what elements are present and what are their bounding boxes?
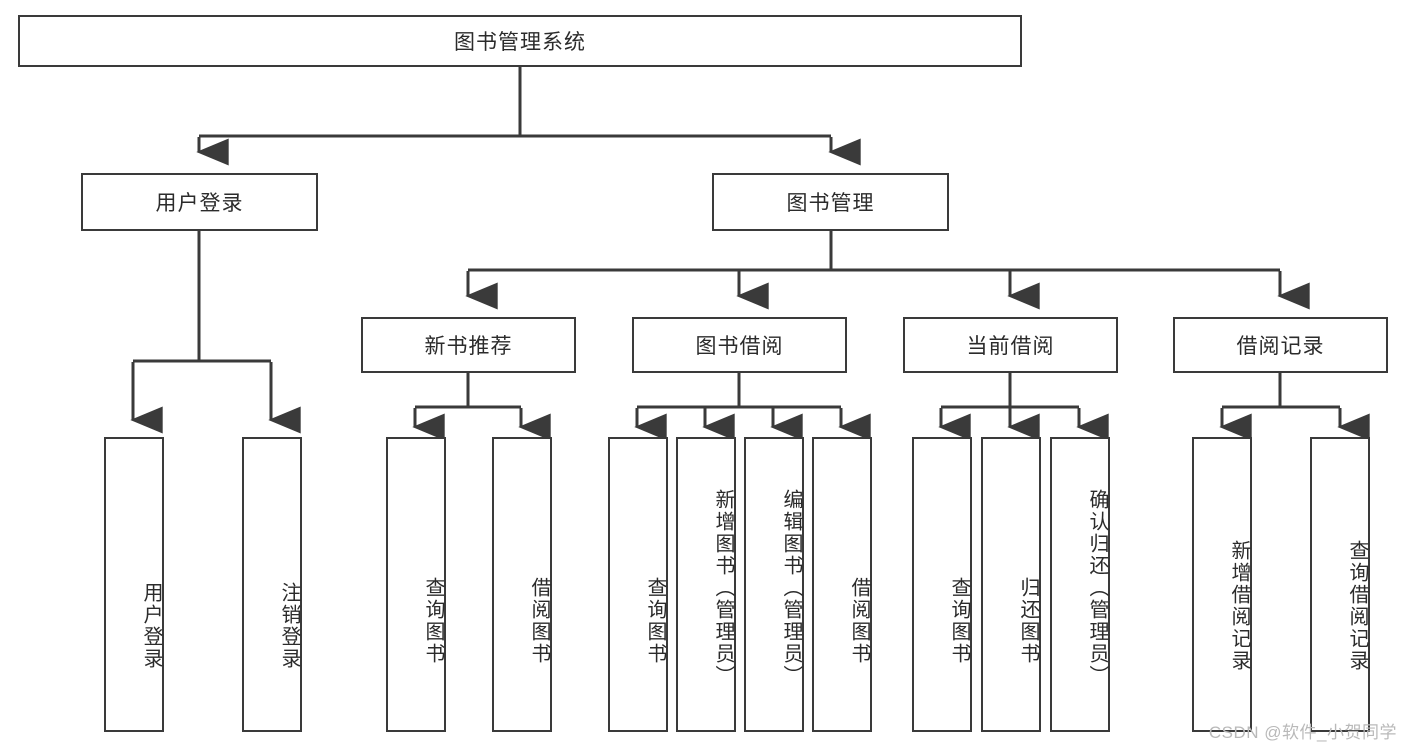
node-leaf-query-borrow-record[interactable]: 查询借阅记录 [1310, 437, 1370, 732]
node-leaf-query-book-1[interactable]: 查询图书 [386, 437, 446, 732]
node-leaf-edit-book-label: 编辑图书（管理员） [780, 488, 802, 687]
node-leaf-confirm-return[interactable]: 确认归还（管理员） [1050, 437, 1110, 732]
node-leaf-query-borrow-record-label: 查询借阅记录 [1346, 539, 1368, 672]
node-leaf-query-book-3[interactable]: 查询图书 [912, 437, 972, 732]
node-root-label: 图书管理系统 [454, 31, 586, 54]
node-leaf-borrow-book-1[interactable]: 借阅图书 [492, 437, 552, 732]
node-root[interactable]: 图书管理系统 [18, 15, 1022, 67]
node-leaf-query-book-2-label: 查询图书 [644, 576, 666, 665]
node-leaf-return-book-label: 归还图书 [1017, 576, 1039, 665]
node-new-book-recommend[interactable]: 新书推荐 [361, 317, 576, 373]
node-leaf-edit-book[interactable]: 编辑图书（管理员） [744, 437, 804, 732]
node-leaf-add-book[interactable]: 新增图书（管理员） [676, 437, 736, 732]
node-user-login[interactable]: 用户登录 [81, 173, 318, 231]
node-current-borrow-label: 当前借阅 [966, 335, 1055, 358]
node-leaf-return-book[interactable]: 归还图书 [981, 437, 1041, 732]
node-leaf-user-login[interactable]: 用户登录 [104, 437, 164, 732]
node-book-borrow[interactable]: 图书借阅 [632, 317, 847, 373]
node-leaf-query-book-3-label: 查询图书 [948, 576, 970, 665]
node-new-book-recommend-label: 新书推荐 [424, 335, 513, 358]
node-leaf-logout-label: 注销登录 [278, 581, 300, 670]
node-leaf-add-borrow-record[interactable]: 新增借阅记录 [1192, 437, 1252, 732]
node-book-borrow-label: 图书借阅 [695, 335, 784, 358]
node-book-manage-label: 图书管理 [786, 192, 875, 215]
node-user-login-label: 用户登录 [155, 192, 244, 215]
watermark-text: CSDN @软件_小贺同学 [1208, 723, 1397, 742]
node-leaf-borrow-book-2-label: 借阅图书 [848, 576, 870, 665]
node-leaf-query-book-2[interactable]: 查询图书 [608, 437, 668, 732]
node-current-borrow[interactable]: 当前借阅 [903, 317, 1118, 373]
node-leaf-borrow-book-2[interactable]: 借阅图书 [812, 437, 872, 732]
node-leaf-borrow-book-1-label: 借阅图书 [528, 576, 550, 665]
node-leaf-logout[interactable]: 注销登录 [242, 437, 302, 732]
node-leaf-add-borrow-record-label: 新增借阅记录 [1228, 539, 1250, 672]
node-leaf-user-login-label: 用户登录 [140, 581, 162, 670]
node-leaf-add-book-label: 新增图书（管理员） [712, 488, 734, 687]
node-leaf-query-book-1-label: 查询图书 [422, 576, 444, 665]
node-book-manage[interactable]: 图书管理 [712, 173, 949, 231]
node-leaf-confirm-return-label: 确认归还（管理员） [1086, 488, 1108, 687]
node-borrow-record[interactable]: 借阅记录 [1173, 317, 1388, 373]
node-borrow-record-label: 借阅记录 [1236, 335, 1325, 358]
